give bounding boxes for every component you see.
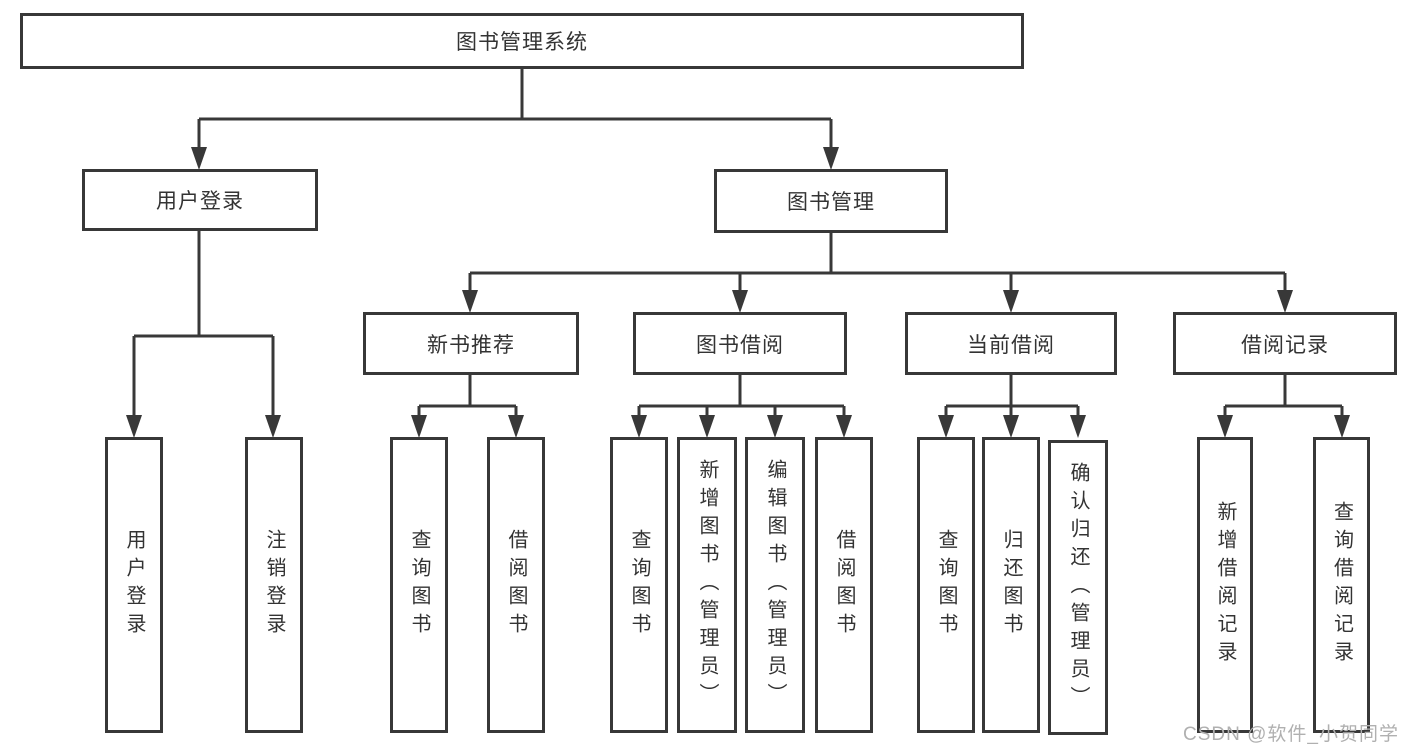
- leaf-query-book-current: 查询图书: [917, 437, 975, 733]
- node-book-management: 图书管理: [714, 169, 948, 233]
- leaf-return-book: 归还图书: [982, 437, 1040, 733]
- leaf-query-borrow-record: 查询借阅记录: [1313, 437, 1370, 733]
- node-borrow-records: 借阅记录: [1173, 312, 1397, 375]
- leaf-edit-book-admin: 编辑图书（管理员）: [745, 437, 805, 733]
- node-book-borrow: 图书借阅: [633, 312, 847, 375]
- leaf-borrow-book-borrow: 借阅图书: [815, 437, 873, 733]
- leaf-add-borrow-record: 新增借阅记录: [1197, 437, 1253, 733]
- node-new-book-recommend: 新书推荐: [363, 312, 579, 375]
- leaf-query-book-borrow: 查询图书: [610, 437, 668, 733]
- leaf-query-book-newrec: 查询图书: [390, 437, 448, 733]
- leaf-borrow-book-newrec: 借阅图书: [487, 437, 545, 733]
- node-root: 图书管理系统: [20, 13, 1024, 69]
- node-current-borrow: 当前借阅: [905, 312, 1117, 375]
- watermark: CSDN @软件_小贺同学: [1183, 724, 1399, 745]
- leaf-logout: 注销登录: [245, 437, 303, 733]
- leaf-add-book-admin: 新增图书（管理员）: [677, 437, 737, 733]
- leaf-confirm-return-admin: 确认归还（管理员）: [1048, 440, 1108, 735]
- leaf-user-login: 用户登录: [105, 437, 163, 733]
- arrowheads: [126, 147, 1350, 438]
- node-user-login: 用户登录: [82, 169, 318, 231]
